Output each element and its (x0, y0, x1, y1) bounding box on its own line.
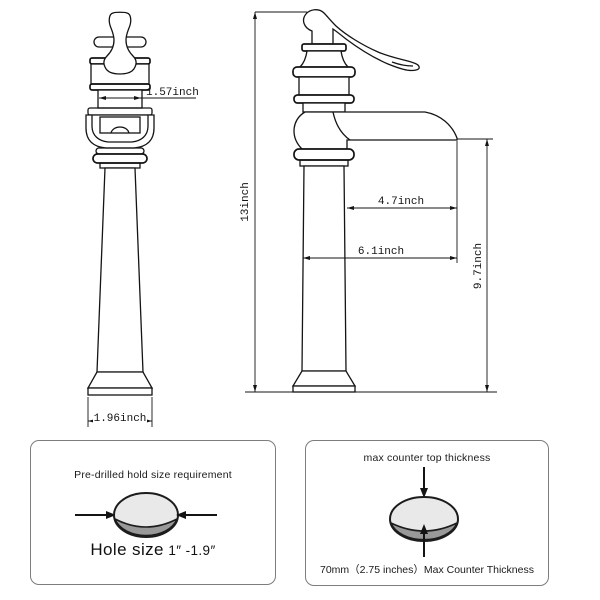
dim-spout-height: 9.7inch (457, 138, 493, 392)
front-housing-inner (91, 115, 149, 143)
hole-size-range: 1″ -1.9″ (168, 543, 216, 558)
side-cap-cup (298, 50, 350, 68)
technical-drawing: 1.57inch 1.96inch 13inch (85, 9, 497, 427)
dim-overall-reach: 6.1inch (303, 246, 457, 260)
front-finial (103, 11, 137, 75)
arrow-right-icon (176, 511, 217, 519)
front-collar-band (95, 147, 145, 155)
side-flange-upper (292, 66, 356, 78)
side-collar-torus (293, 148, 355, 161)
side-base-plate (292, 385, 356, 393)
front-base-bevel (86, 371, 154, 389)
faucet-side-view (291, 9, 458, 393)
arrow-down-icon (420, 467, 428, 498)
front-base-plate (87, 387, 153, 396)
side-cap-disc (301, 43, 347, 52)
dim-spout-reach: 4.7inch (347, 141, 458, 263)
side-base-bevel (291, 370, 357, 387)
front-cap-bottom-rim (89, 83, 151, 91)
side-spout-fillet (332, 111, 351, 141)
hole-size-text: Hole size 1″ -1.9″ (31, 540, 275, 560)
counter-thickness-box: max counter top thickness 70mm（2.75 inch… (305, 440, 549, 586)
side-body-spout (293, 111, 458, 150)
dim-spout-height-label: 9.7inch (473, 243, 485, 289)
arrow-up-icon (420, 524, 428, 557)
dim-spout-reach-label: 4.7inch (378, 196, 424, 208)
dim-base-width: 1.96inch (87, 397, 153, 427)
front-column (96, 167, 144, 373)
hole-requirement-box: Pre-drilled hold size requirement Hole s… (30, 440, 276, 585)
thickness-box-title: max counter top thickness (363, 452, 491, 464)
dim-top-width: 1.57inch (99, 87, 199, 100)
front-spout-dome (110, 126, 130, 134)
side-column-rim (299, 159, 349, 167)
side-flange-lower (293, 94, 355, 104)
thickness-illustration (389, 467, 459, 557)
dim-height-label: 13inch (240, 182, 252, 222)
arrow-left-icon (75, 511, 116, 519)
front-spout-opening (99, 116, 141, 134)
front-housing-outer (85, 114, 155, 149)
hole-shadow (113, 517, 179, 537)
faucet-front-view (85, 11, 155, 396)
dim-top-width-label: 1.57inch (146, 87, 199, 99)
side-cap-drum (298, 76, 350, 96)
dim-height: 13inch (240, 11, 307, 392)
hole-box-title: Pre-drilled hold size requirement (74, 469, 232, 481)
side-column (301, 165, 347, 372)
hole-size-label: Hole size (90, 540, 164, 559)
hole-illustration (75, 492, 217, 538)
dimension-annotations: 1.57inch 1.96inch 13inch (87, 11, 497, 427)
dim-base-width-label: 1.96inch (94, 413, 147, 425)
side-lever-handle (302, 9, 420, 72)
front-collar-torus (92, 153, 148, 164)
front-housing-shoulder (87, 107, 153, 116)
dim-overall-reach-label: 6.1inch (358, 246, 404, 258)
thickness-box-caption: 70mm（2.75 inches）Max Counter Thickness (320, 564, 534, 576)
side-lever-crease (391, 61, 414, 67)
side-neck (302, 102, 346, 113)
